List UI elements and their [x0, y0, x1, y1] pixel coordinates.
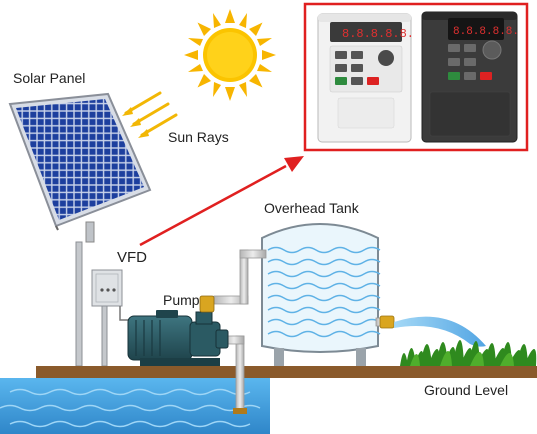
pump-unit [127, 295, 229, 366]
vfd-unit-icon: 8.8.8.8.8. [421, 11, 519, 143]
label-vfd: VFD [117, 249, 147, 266]
label-overhead-tank: Overhead Tank [264, 200, 359, 216]
vfd-control-box [91, 269, 160, 321]
vfd-light-display-readout: 8.8.8.8.8. [342, 27, 414, 41]
water-jet [394, 316, 486, 347]
label-sun-rays: Sun Rays [168, 129, 229, 145]
label-ground-level: Ground Level [424, 382, 509, 398]
grass-highlight [410, 351, 514, 366]
pipe-network [213, 249, 395, 414]
overhead-tank [261, 223, 381, 366]
solar-panel [8, 92, 152, 231]
vfd-dark-display-readout: 8.8.8.8.8. [453, 26, 519, 38]
sun-icon [184, 9, 276, 101]
label-solar-panel: Solar Panel [13, 70, 86, 86]
sun-rays-arrowheads [122, 107, 149, 138]
vfd-callout-arrow [139, 156, 304, 247]
label-pump: Pump [163, 292, 200, 308]
vfd-unit-icon: 8.8.8.8.8. [317, 13, 414, 143]
ground-surface [36, 366, 537, 378]
water-body [0, 378, 270, 434]
grass-icon [400, 340, 537, 366]
